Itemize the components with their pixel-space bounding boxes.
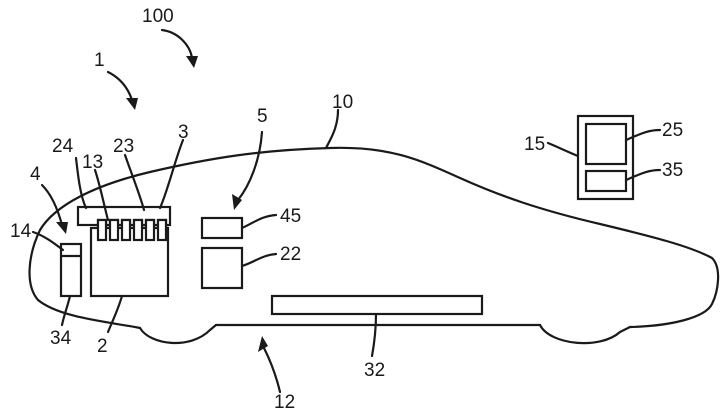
- leader-12: [262, 346, 282, 394]
- device-25-screen: [584, 122, 628, 166]
- leader-13: [93, 168, 110, 222]
- leader-4: [40, 183, 64, 227]
- label-3: 3: [178, 122, 189, 143]
- label-25: 25: [662, 120, 683, 141]
- label-15: 15: [524, 134, 545, 155]
- label-35: 35: [662, 160, 683, 181]
- label-2: 2: [97, 336, 108, 357]
- component-45-box: [200, 216, 244, 240]
- leader-35: [624, 168, 662, 182]
- leader-14: [31, 230, 65, 252]
- connector-teeth-13-front: [96, 218, 168, 242]
- front-wheel-arch: [138, 323, 218, 344]
- rear-wheel-arch: [538, 323, 632, 345]
- leader-5: [236, 130, 264, 202]
- arrowhead-100: [186, 56, 198, 68]
- leader-23: [123, 153, 146, 212]
- leader-3: [158, 138, 185, 210]
- leader-2: [106, 294, 124, 334]
- label-4: 4: [30, 164, 41, 185]
- vehicle-body-outline: [28, 146, 720, 330]
- label-45: 45: [280, 206, 301, 227]
- leader-1: [106, 70, 134, 102]
- label-1: 1: [94, 50, 105, 71]
- leader-25: [624, 128, 662, 142]
- leader-10: [324, 108, 340, 150]
- leader-22: [240, 252, 278, 268]
- label-32: 32: [364, 360, 385, 381]
- component-34-unit: [59, 242, 83, 298]
- arrowhead-4: [56, 222, 68, 234]
- arrowhead-5: [232, 194, 242, 210]
- device-35-module: [584, 169, 628, 193]
- label-12: 12: [274, 392, 295, 412]
- label-23: 23: [113, 136, 134, 157]
- label-24: 24: [52, 136, 74, 157]
- component-32-box: [270, 294, 484, 316]
- label-5: 5: [257, 106, 268, 127]
- leader-45: [240, 213, 278, 230]
- leader-15: [546, 141, 580, 158]
- label-100: 100: [142, 6, 174, 27]
- label-10: 10: [332, 92, 353, 113]
- arrowhead-12: [258, 336, 268, 352]
- label-14: 14: [10, 221, 32, 242]
- component-22-box: [200, 246, 244, 290]
- label-22: 22: [280, 244, 301, 265]
- leader-32: [370, 312, 378, 358]
- leader-24: [74, 156, 88, 210]
- leader-100: [160, 28, 194, 60]
- arrowhead-1: [126, 98, 138, 110]
- leader-34: [60, 294, 72, 327]
- label-34: 34: [50, 328, 72, 349]
- label-13: 13: [82, 152, 103, 173]
